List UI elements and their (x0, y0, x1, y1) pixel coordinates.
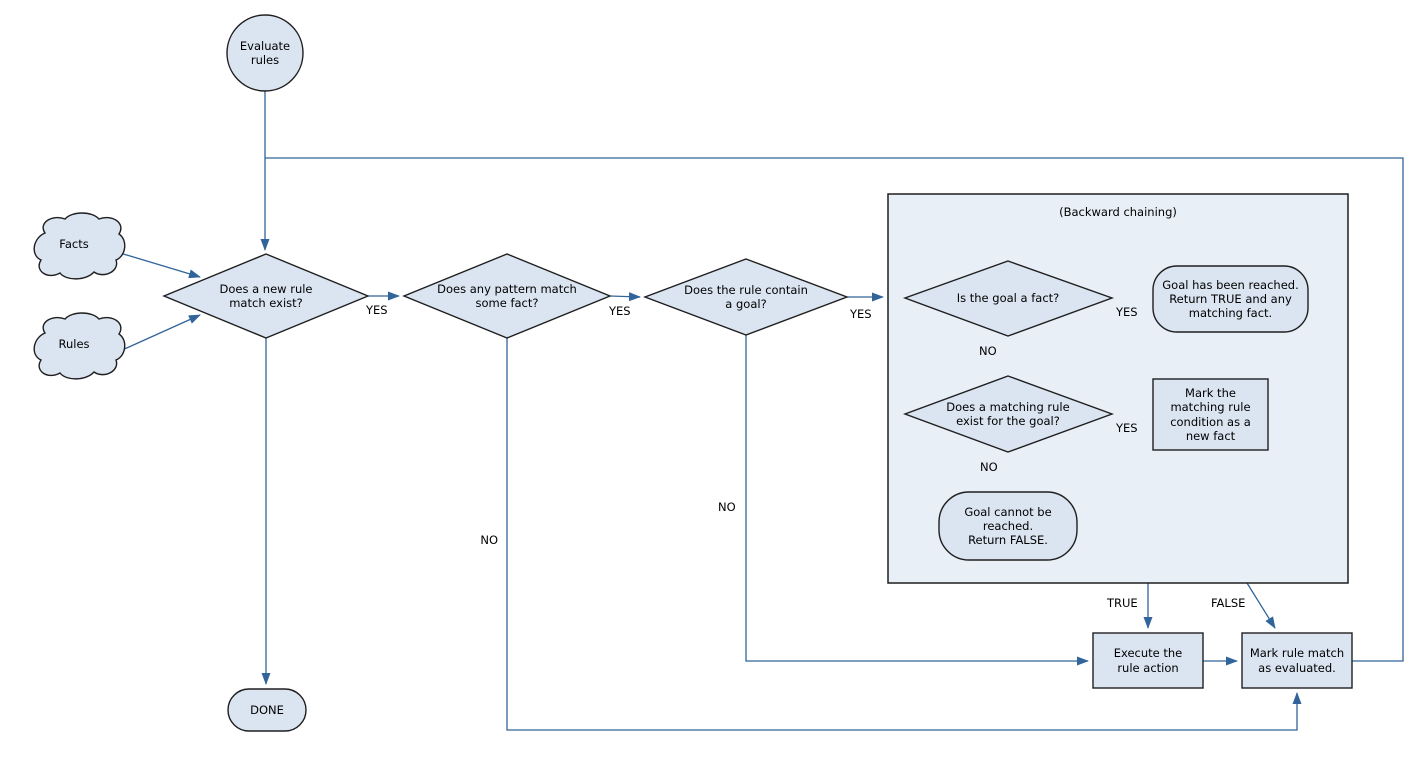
mark-condition-node (1152, 378, 1269, 451)
start-node (226, 14, 304, 92)
edge-pattern-yes (609, 292, 641, 302)
mark-evaluated-node (1241, 632, 1353, 689)
execute-action-node (1092, 632, 1204, 689)
edge-goal-no (745, 335, 1089, 666)
edge-pattern-no (506, 338, 1302, 731)
goal-reached-node (1152, 265, 1309, 333)
goal-not-reached-node (938, 491, 1078, 561)
pattern-match-diamond (402, 253, 612, 339)
new-rule-match-diamond (162, 253, 370, 339)
facts-cloud (33, 212, 126, 280)
goal-is-fact-diamond (902, 260, 1115, 337)
done-node (227, 688, 307, 732)
edge-loop-back-to-new-rule (265, 157, 1404, 662)
rule-contains-goal-diamond (643, 258, 849, 336)
edge-facts-to-new-rule (119, 252, 201, 279)
edge-rules-to-new-rule (119, 314, 201, 352)
rules-cloud (33, 312, 126, 380)
matching-rule-exists-diamond (902, 375, 1115, 453)
edge-false (1246, 582, 1276, 629)
